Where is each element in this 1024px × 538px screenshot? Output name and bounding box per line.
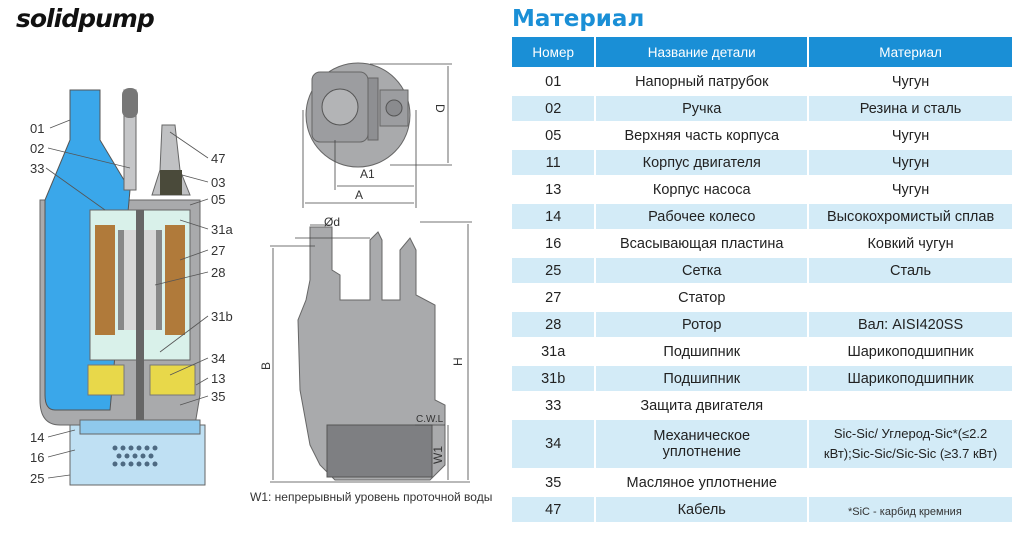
part-name: Защита двигателя	[595, 391, 810, 419]
part-name: Напорный патрубок	[595, 67, 810, 95]
part-name: Ротор	[595, 310, 810, 338]
section-title: Материал	[512, 6, 645, 32]
part-material: Чугун	[808, 148, 1012, 176]
part-number: 14	[512, 202, 597, 230]
part-number: 05	[512, 121, 597, 149]
part-name: Подшипник	[595, 364, 810, 392]
label-27: 27	[211, 243, 226, 258]
pump-dimension-drawing: A1 A D Ød B H W1 C.W.L	[259, 62, 472, 483]
column-header: Название детали	[595, 37, 810, 68]
part-name: Всасывающая пластина	[595, 229, 810, 257]
pump-cutaway-diagram	[39, 88, 209, 486]
part-name: Механическое уплотнение	[595, 418, 810, 469]
dim-a: A	[355, 188, 363, 202]
part-material: Высокохромистый сплав	[808, 202, 1012, 230]
part-material: Sic-Sic/ Углерод-Sic*(≤2.2 кВт);Sic-Sic/…	[808, 418, 1012, 469]
label-14: 14	[30, 430, 45, 445]
part-number: 11	[512, 148, 597, 176]
part-number: 31a	[512, 337, 597, 365]
part-number: 33	[512, 391, 597, 419]
part-material: Вал: AISI420SS	[808, 310, 1012, 338]
part-material: Шарикоподшипник	[808, 337, 1012, 365]
part-name: Статор	[595, 283, 810, 311]
part-name: Масляное уплотнение	[595, 468, 810, 496]
w1-note: W1: непрерывный уровень проточной воды	[250, 490, 493, 504]
part-name: Сетка	[595, 256, 810, 284]
part-number: 27	[512, 283, 597, 311]
label-47: 47	[211, 151, 226, 166]
label-03: 03	[211, 175, 226, 190]
dim-b: B	[259, 362, 273, 370]
label-35: 35	[211, 389, 226, 404]
part-name: Подшипник	[595, 337, 810, 365]
label-02: 02	[30, 141, 45, 156]
label-33: 33	[30, 161, 45, 176]
part-material: Сталь	[808, 256, 1012, 284]
part-material: Чугун	[808, 67, 1012, 95]
label-05: 05	[211, 192, 226, 207]
label-34: 34	[211, 351, 226, 366]
part-material	[808, 391, 1012, 419]
dim-od: Ød	[324, 215, 340, 229]
part-number: 47	[512, 495, 597, 522]
part-number: 35	[512, 468, 597, 496]
label-31a: 31a	[211, 222, 233, 237]
part-material: Ковкий чугун	[808, 229, 1012, 257]
part-number: 34	[512, 418, 597, 469]
part-name: Ручка	[595, 94, 810, 122]
part-material: Чугун	[808, 175, 1012, 203]
part-number: 01	[512, 67, 597, 95]
part-material	[808, 468, 1012, 496]
label-25: 25	[30, 471, 45, 486]
label-28: 28	[211, 265, 226, 280]
part-material	[808, 283, 1012, 311]
part-name: Верхняя часть корпуса	[595, 121, 810, 149]
footnote: *SiC - карбид кремния	[848, 506, 962, 518]
part-number: 02	[512, 94, 597, 122]
part-number: 13	[512, 175, 597, 203]
part-number: 31b	[512, 364, 597, 392]
part-material: Резина и сталь	[808, 94, 1012, 122]
part-name: Кабель	[595, 495, 810, 522]
label-31b: 31b	[211, 309, 233, 324]
column-header: Материал	[808, 37, 1012, 68]
part-number: 28	[512, 310, 597, 338]
dim-a1: A1	[360, 167, 375, 181]
label-16: 16	[30, 450, 45, 465]
part-material: Шарикоподшипник	[808, 364, 1012, 392]
part-number: 16	[512, 229, 597, 257]
part-name: Рабочее колесо	[595, 202, 810, 230]
part-number: 25	[512, 256, 597, 284]
dim-d: D	[433, 104, 447, 113]
column-header: Номер	[512, 37, 597, 68]
label-13: 13	[211, 371, 226, 386]
part-name: Корпус насоса	[595, 175, 810, 203]
part-material: Чугун	[808, 121, 1012, 149]
dim-w1: W1	[431, 446, 445, 464]
part-name: Корпус двигателя	[595, 148, 810, 176]
dim-h: H	[451, 357, 465, 366]
dim-cwl: C.W.L	[416, 414, 444, 425]
label-01: 01	[30, 121, 45, 136]
part-material	[808, 495, 1012, 522]
solidpump-logo: solidpump	[16, 4, 155, 33]
